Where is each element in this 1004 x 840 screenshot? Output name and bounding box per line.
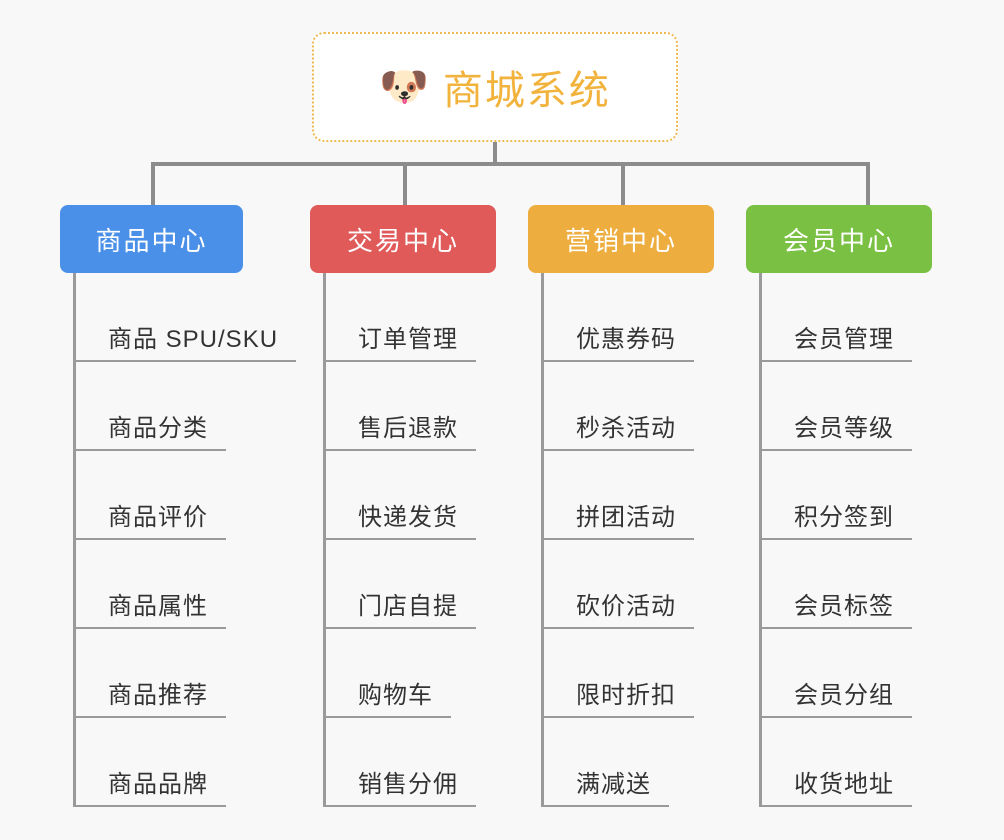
leaf-underline: 优惠券码 [544, 326, 694, 362]
leaf-underline: 商品评价 [76, 504, 226, 540]
leaf-label: 商品 SPU/SKU [108, 326, 279, 354]
leaf-label: 优惠券码 [576, 326, 676, 354]
list-item[interactable]: 商品 SPU/SKU [76, 273, 310, 362]
list-item[interactable]: 收货地址 [762, 718, 966, 807]
leaf-underline: 商品推荐 [76, 682, 226, 718]
leaf-label: 收货地址 [794, 771, 894, 799]
leaf-label: 拼团活动 [576, 504, 676, 532]
branch-header-1[interactable]: 商品中心 [60, 205, 243, 273]
leaf-label: 订单管理 [358, 326, 458, 354]
list-item[interactable]: 订单管理 [326, 273, 530, 362]
list-item[interactable]: 快递发货 [326, 451, 530, 540]
leaf-label: 快递发货 [358, 504, 458, 532]
leaf-list-1: 商品 SPU/SKU 商品分类 商品评价 商品属性 商品推荐 [73, 273, 310, 807]
root-node-shop-system[interactable]: 🐶 商城系统 [312, 32, 678, 142]
leaf-underline: 商品 SPU/SKU [76, 326, 297, 362]
connector-drop-branch-1 [151, 162, 155, 206]
leaf-underline: 售后退款 [326, 415, 476, 451]
leaf-list-3: 优惠券码 秒杀活动 拼团活动 砍价活动 限时折扣 [541, 273, 748, 807]
list-item[interactable]: 销售分佣 [326, 718, 530, 807]
leaf-label: 售后退款 [358, 415, 458, 443]
leaf-underline: 商品分类 [76, 415, 226, 451]
list-item[interactable]: 限时折扣 [544, 629, 748, 718]
leaf-label: 销售分佣 [358, 771, 458, 799]
leaf-label: 会员等级 [794, 415, 894, 443]
leaf-underline: 订单管理 [326, 326, 476, 362]
leaf-underline: 秒杀活动 [544, 415, 694, 451]
list-item[interactable]: 积分签到 [762, 451, 966, 540]
leaf-underline: 会员管理 [762, 326, 912, 362]
leaf-label: 商品推荐 [108, 682, 208, 710]
list-item[interactable]: 商品推荐 [76, 629, 310, 718]
leaf-underline: 会员标签 [762, 593, 912, 629]
leaf-label: 商品分类 [108, 415, 208, 443]
leaf-list-4: 会员管理 会员等级 积分签到 会员标签 会员分组 [759, 273, 966, 807]
leaf-label: 商品品牌 [108, 771, 208, 799]
leaf-label: 会员管理 [794, 326, 894, 354]
list-item[interactable]: 商品品牌 [76, 718, 310, 807]
list-item[interactable]: 购物车 [326, 629, 530, 718]
leaf-underline: 门店自提 [326, 593, 476, 629]
leaf-list-2: 订单管理 售后退款 快递发货 门店自提 购物车 [323, 273, 530, 807]
leaf-underline: 拼团活动 [544, 504, 694, 540]
connector-drop-branch-2 [403, 162, 407, 206]
branch-header-label-2: 交易中心 [346, 225, 459, 256]
leaf-label: 门店自提 [358, 593, 458, 621]
list-item[interactable]: 秒杀活动 [544, 362, 748, 451]
leaf-underline: 商品属性 [76, 593, 226, 629]
connector-drop-branch-4 [866, 162, 870, 206]
branch-header-2[interactable]: 交易中心 [310, 205, 496, 273]
leaf-label: 商品属性 [108, 593, 208, 621]
branch-header-label-3: 营销中心 [564, 225, 677, 256]
connector-drop-branch-3 [621, 162, 625, 206]
branch-column-2: 交易中心 订单管理 售后退款 快递发货 门店自提 [310, 205, 530, 807]
connector-root-stem [493, 142, 497, 164]
leaf-label: 会员标签 [794, 593, 894, 621]
list-item[interactable]: 会员等级 [762, 362, 966, 451]
leaf-underline: 砍价活动 [544, 593, 694, 629]
branch-column-1: 商品中心 商品 SPU/SKU 商品分类 商品评价 商品属性 [60, 205, 310, 807]
leaf-underline: 快递发货 [326, 504, 476, 540]
leaf-underline: 收货地址 [762, 771, 912, 807]
leaf-underline: 购物车 [326, 682, 451, 718]
leaf-label: 砍价活动 [576, 593, 676, 621]
leaf-underline: 满减送 [544, 771, 669, 807]
list-item[interactable]: 商品评价 [76, 451, 310, 540]
leaf-label: 秒杀活动 [576, 415, 676, 443]
list-item[interactable]: 拼团活动 [544, 451, 748, 540]
branch-header-3[interactable]: 营销中心 [528, 205, 714, 273]
list-item[interactable]: 砍价活动 [544, 540, 748, 629]
leaf-underline: 商品品牌 [76, 771, 226, 807]
leaf-label: 购物车 [358, 682, 433, 710]
root-node-title: 商城系统 [442, 69, 611, 113]
branch-header-4[interactable]: 会员中心 [746, 205, 932, 273]
list-item[interactable]: 会员标签 [762, 540, 966, 629]
list-item[interactable]: 会员分组 [762, 629, 966, 718]
leaf-label: 会员分组 [794, 682, 894, 710]
list-item[interactable]: 会员管理 [762, 273, 966, 362]
dog-face-icon: 🐶 [379, 65, 429, 109]
leaf-underline: 会员等级 [762, 415, 912, 451]
leaf-underline: 会员分组 [762, 682, 912, 718]
branch-header-label-1: 商品中心 [95, 225, 208, 256]
leaf-underline: 积分签到 [762, 504, 912, 540]
branch-column-4: 会员中心 会员管理 会员等级 积分签到 会员标签 [746, 205, 966, 807]
branch-header-label-4: 会员中心 [782, 225, 895, 256]
connector-horizontal-bus [151, 162, 870, 166]
list-item[interactable]: 满减送 [544, 718, 748, 807]
leaf-label: 满减送 [576, 771, 651, 799]
list-item[interactable]: 商品属性 [76, 540, 310, 629]
leaf-label: 积分签到 [794, 504, 894, 532]
list-item[interactable]: 优惠券码 [544, 273, 748, 362]
list-item[interactable]: 售后退款 [326, 362, 530, 451]
branch-column-3: 营销中心 优惠券码 秒杀活动 拼团活动 砍价活动 [528, 205, 748, 807]
leaf-underline: 限时折扣 [544, 682, 694, 718]
leaf-label: 商品评价 [108, 504, 208, 532]
list-item[interactable]: 商品分类 [76, 362, 310, 451]
list-item[interactable]: 门店自提 [326, 540, 530, 629]
leaf-label: 限时折扣 [576, 682, 676, 710]
leaf-underline: 销售分佣 [326, 771, 476, 807]
